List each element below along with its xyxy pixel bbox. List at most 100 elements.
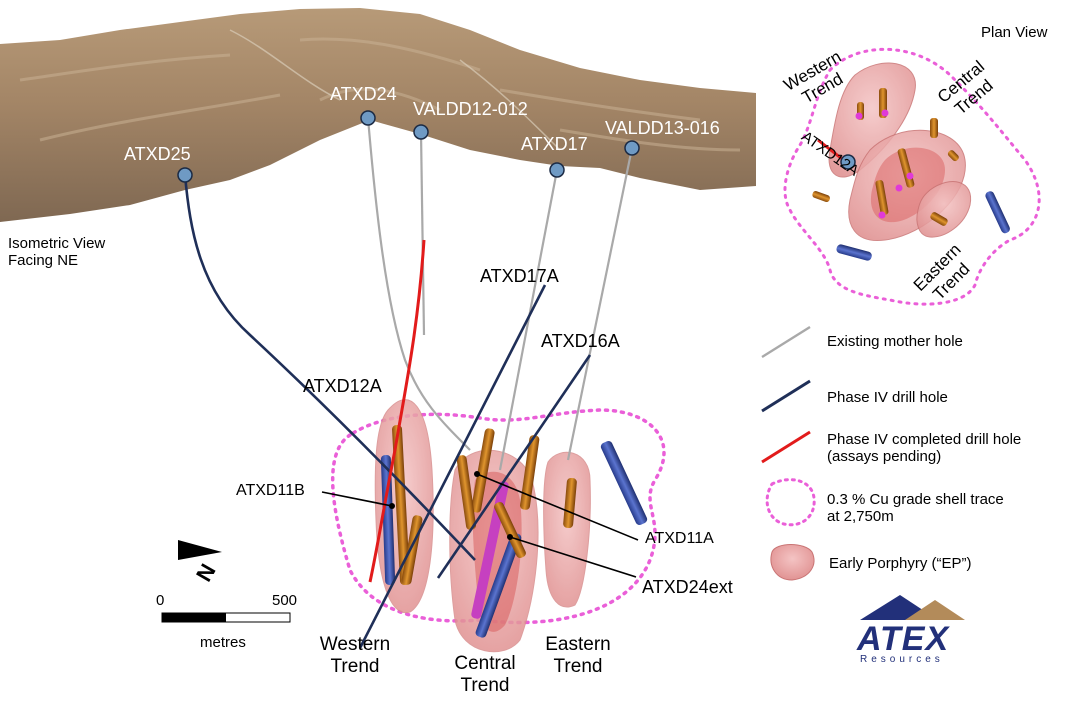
trend-western-line-2: Trend [330,655,380,677]
north-arrow [178,540,222,560]
plan-magenta-5 [906,172,914,180]
legend-phase4-line-1: Phase IV drill hole [827,389,948,406]
hole-label-valdd13-016: VALDD13-016 [605,118,720,138]
drill-cores [380,425,648,638]
plan-collar [840,154,856,170]
trend-western-line-1: Western [319,634,391,655]
hole-label-atxd11a: ATXD11A [645,530,714,547]
grade-shell-trace [331,408,666,625]
legend-text-completed: Phase IV completed drill hole (assays pe… [827,431,1021,466]
existing-hole-atxd24 [366,117,471,451]
hole-label-atxd17a: ATXD17A [480,266,559,286]
trend-eastern-line-2: Trend [553,655,603,677]
legend-swatch-shell [765,478,816,527]
core-c6 [494,502,526,558]
legend-shell-line-1: 0.3 % Cu grade shell trace [827,491,1004,508]
collar-valdd13 [624,140,640,156]
plan-grade-shell [783,47,1041,306]
view-label-line-1: Isometric View [8,235,106,252]
leader-atxd11a [476,473,639,541]
legend-text-ep: Early Porphyry (“EP”) [829,555,972,572]
legend-completed-line-2: (assays pending) [827,448,942,466]
terrain-surface [0,8,756,222]
collar-atxd17 [549,162,565,178]
terrain-road [229,29,561,151]
legend-swatch-phase4 [761,379,811,413]
hole-label-atxd11b: ATXD11B [236,482,305,499]
plan-core-blue-2 [836,244,872,261]
hole-label-atxd16a: ATXD16A [541,331,620,351]
core-e2 [600,440,648,526]
plan-core-h [812,191,830,203]
collar-atxd25 [177,167,193,183]
trend-central-line-2: Trend [460,674,510,696]
legend-swatch-completed [761,430,811,464]
completed-hole-atxd12a [368,239,426,583]
leader-dot-atxd11b [389,503,395,509]
legend-completed-line-1: Phase IV completed drill hole [827,431,1022,448]
hole-label-atxd25: ATXD25 [124,144,191,164]
plan-core-e [930,118,938,138]
phase4-hole-atxd17a [358,284,547,649]
ep-body-eastern [543,451,591,608]
legend-text-shell: 0.3 % Cu grade shell trace at 2,750m [827,491,1004,526]
core-e1 [563,477,577,529]
trend-central-line-1: Central [454,653,516,674]
leader-lines [321,473,639,578]
core-w2 [392,425,410,585]
scale-min: 0 [156,592,165,609]
core-c1 [471,428,495,513]
trend-label-western: Western Trend [312,634,398,678]
scale-max: 500 [272,592,298,609]
plan-view-title: Plan View [981,24,1048,41]
phase4-hole-atxd25 [183,174,476,561]
core-c4 [519,435,540,510]
legend-swatch-ep [770,544,815,581]
scale-bar [161,612,291,623]
plan-magenta-4 [878,211,886,219]
collar-atxd24 [360,110,376,126]
atex-logo-word: ATEX [857,620,950,658]
plan-magenta-2 [881,109,889,117]
scale-unit: metres [200,634,246,651]
terrain-texture [19,37,741,152]
hole-label-atxd12a: ATXD12A [303,376,382,396]
plan-core-g [947,150,959,162]
core-w1 [380,455,396,585]
legend-swatch-existing [761,325,811,359]
hole-label-valdd12-012: VALDD12-012 [413,99,528,119]
leader-atxd11b [321,491,393,507]
core-w3 [401,515,423,585]
plan-view-inset [783,47,1041,306]
trend-label-eastern: Eastern Trend [537,634,619,678]
legend-graphics [761,325,816,581]
legend-text-phase4: Phase IV drill hole [827,389,948,406]
trend-label-central: Central Trend [443,653,527,697]
phase4-hole-atxd16a [436,354,592,579]
leader-atxd24ext [509,536,637,578]
plan-core-blue-1 [985,191,1010,234]
atex-logo-mark [860,595,965,620]
plan-ep-eastern [916,181,972,238]
legend-text-existing: Existing mother hole [827,333,963,350]
plan-magenta-1 [855,112,863,120]
phase4-holes [183,174,592,649]
plan-core-d [875,180,889,215]
legend-ep-line-1: Early Porphyry (“EP”) [829,555,972,572]
hole-label-atxd24ext: ATXD24ext [642,577,733,597]
core-c2 [456,455,477,530]
trend-eastern-line-1: Eastern [545,634,611,655]
plan-core-f [930,212,948,226]
collar-valdd12 [413,124,429,140]
view-label: Isometric View Facing NE [8,235,105,270]
hole-label-atxd17: ATXD17 [521,134,588,154]
plan-magenta-3 [895,184,903,192]
leader-dot-atxd24ext [507,534,513,540]
legend-shell-line-2: at 2,750m [827,508,894,526]
collars [177,110,640,183]
view-label-line-2: Facing NE [8,252,79,270]
existing-hole-valdd12 [419,131,426,336]
atex-logo-sub: Resources [860,654,944,665]
